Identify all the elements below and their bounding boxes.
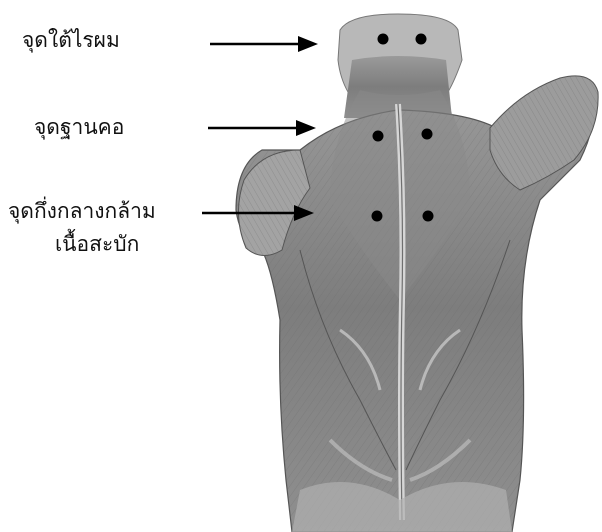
label-neck-base: จุดฐานคอ xyxy=(34,115,124,140)
label-below-hairline: จุดใต้ไรผม xyxy=(22,28,120,53)
acupoint-dot-icon xyxy=(373,131,384,142)
arrow-right-icon xyxy=(208,120,316,136)
label-mid-scapula-line2: เนื้อสะบัก xyxy=(55,232,139,257)
acupoint-dot-icon xyxy=(422,129,433,140)
acupoint-dot-icon xyxy=(416,34,427,45)
acupoint-dot-icon xyxy=(372,211,383,222)
acupoint-dot-icon xyxy=(423,211,434,222)
label-mid-scapula-line1: จุดกึ่งกลางกล้าม xyxy=(8,199,156,224)
acupoint-dot-icon xyxy=(378,34,389,45)
arrow-right-icon xyxy=(210,36,318,52)
